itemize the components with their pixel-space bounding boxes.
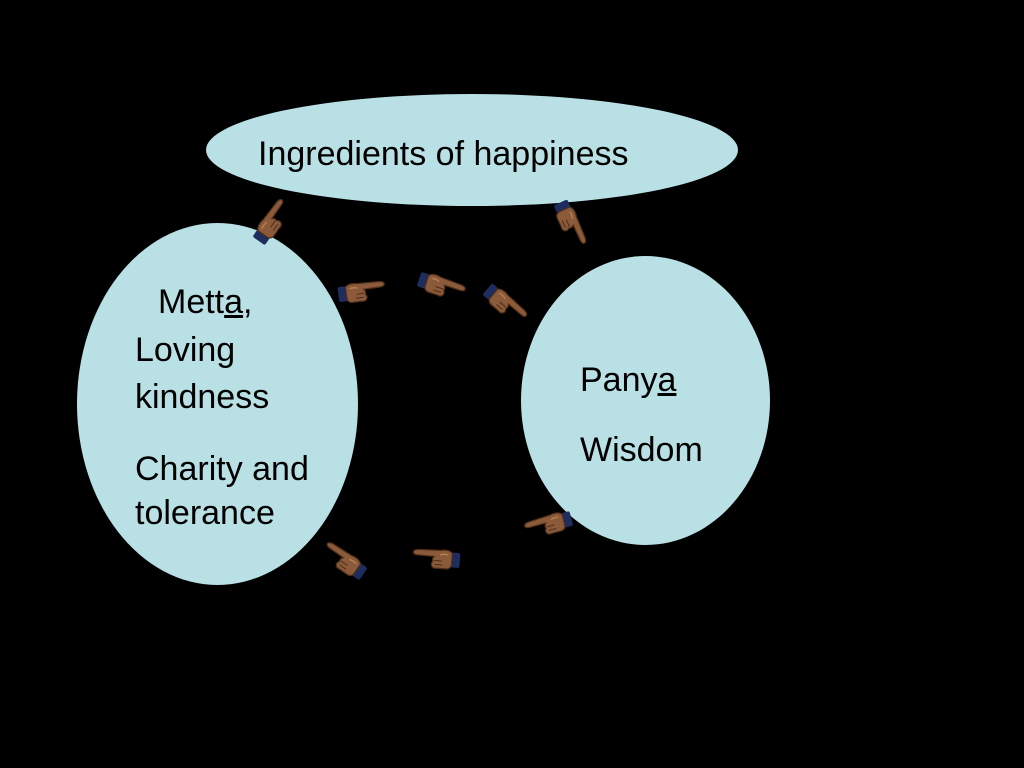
charity-label: Charity and: [135, 450, 309, 488]
pointing-hand-icon: [334, 272, 390, 311]
metta-label: Metta,: [158, 279, 253, 325]
title-label: Ingredients of happiness: [258, 135, 629, 173]
metta-suffix: ,: [243, 283, 253, 321]
credit-label: @Sman 28-2-52: [688, 681, 850, 706]
pointing-hand-icon: [314, 532, 375, 588]
kindness-label: kindness: [135, 378, 270, 416]
metta-prefix: Mett: [158, 283, 225, 321]
pointing-hand-icon: [244, 191, 300, 252]
wisdom-label: Wisdom: [580, 431, 703, 469]
pointing-hand-icon: [409, 540, 464, 576]
panya-oval: [521, 256, 770, 545]
title-oval: [206, 94, 738, 206]
metta-oval: [77, 223, 358, 585]
panya-prefix: Pany: [580, 361, 658, 399]
tolerance-label: tolerance: [135, 494, 275, 532]
pointing-hand-icon: [519, 502, 578, 546]
pointing-hand-icon: [476, 275, 536, 333]
panya-underlined: a: [657, 361, 677, 399]
metta-underlined: a: [224, 283, 244, 321]
pointing-hand-icon: [546, 194, 597, 255]
pointing-hand-icon: [412, 263, 471, 310]
panya-label: Panya: [580, 357, 676, 403]
loving-label: Loving: [135, 331, 236, 369]
